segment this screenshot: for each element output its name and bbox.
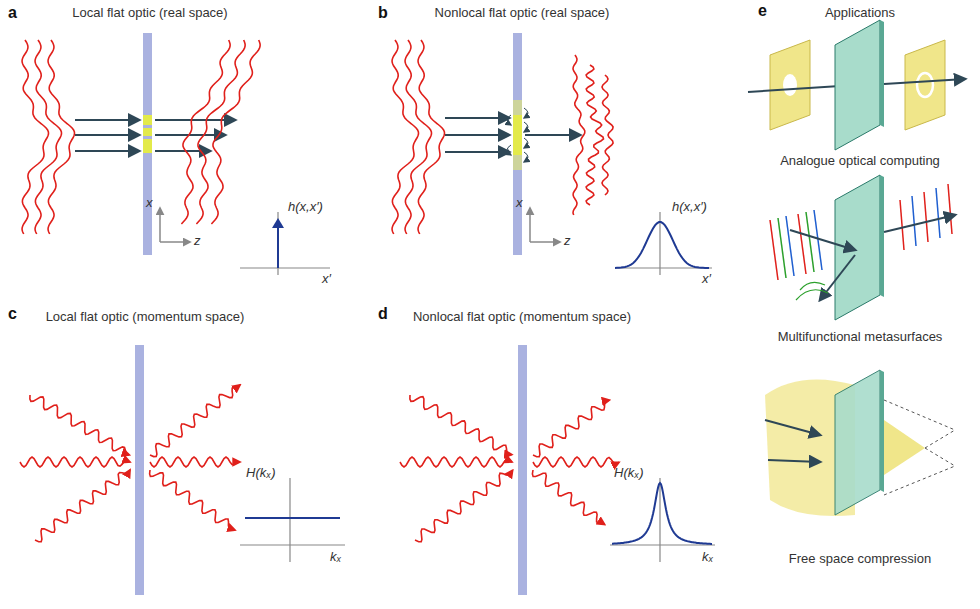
slab-patch — [513, 115, 522, 155]
application-caption: Multifunctional metasurfaces — [778, 330, 943, 345]
wave — [48, 40, 74, 234]
plot-label: H(kₓ) — [246, 466, 276, 481]
panel-letter: d — [378, 305, 388, 323]
axis-label: x — [516, 196, 523, 211]
wave — [20, 457, 130, 467]
axis-label: kₓ — [330, 550, 341, 565]
application-caption: Analogue optical computing — [780, 154, 940, 169]
inset-axes — [240, 212, 715, 562]
panel-title: Nonlocal flat optic (real space) — [435, 6, 610, 21]
wave — [35, 40, 61, 234]
slab-glow — [513, 100, 522, 170]
response-curves — [245, 218, 712, 544]
application-caption: Free space compression — [789, 552, 931, 567]
wave — [22, 40, 48, 234]
plot-label: h(x,x′) — [288, 200, 323, 215]
wave — [392, 40, 418, 234]
wave — [533, 400, 609, 457]
compression-icon — [765, 370, 955, 516]
wave — [533, 457, 619, 467]
panel-letter: e — [758, 2, 767, 20]
panel-title: Local flat optic (real space) — [72, 6, 227, 21]
wave — [532, 470, 604, 525]
wave — [410, 395, 512, 455]
ray-arrows — [75, 118, 580, 152]
panel-title: Applications — [825, 6, 895, 21]
axis-label: x — [146, 196, 153, 211]
slab — [135, 345, 144, 595]
panel-title: Nonlocal flat optic (momentum space) — [413, 310, 631, 325]
wave — [586, 65, 603, 205]
wave — [573, 55, 585, 215]
wave — [418, 40, 444, 234]
panel-letter: c — [8, 305, 17, 323]
wavefronts — [20, 40, 619, 542]
slab-patch — [143, 128, 152, 136]
plot-label: H(kₓ) — [614, 466, 644, 481]
wave — [150, 457, 240, 467]
plot-label: h(x,x′) — [672, 200, 707, 215]
wave — [415, 470, 513, 541]
wave — [35, 470, 130, 542]
slab — [143, 33, 152, 255]
axis-label: kₓ — [702, 550, 713, 565]
wave — [150, 470, 235, 530]
wave — [211, 40, 260, 224]
slab — [513, 33, 522, 255]
metasurface-icon — [770, 175, 955, 320]
axis-label: x′ — [322, 272, 331, 287]
wave — [405, 40, 431, 234]
slab-patch — [143, 139, 152, 153]
wave — [30, 395, 129, 455]
panel-title: Local flat optic (momentum space) — [46, 310, 245, 325]
axis-label: z — [194, 234, 201, 249]
panel-letter: b — [378, 4, 388, 22]
wave — [602, 75, 613, 195]
axis-label: z — [564, 234, 571, 249]
wave — [150, 385, 240, 457]
computing-icon — [748, 20, 965, 150]
axis-label: x′ — [702, 272, 711, 287]
coupling-arcs — [507, 108, 528, 162]
wave — [400, 457, 512, 467]
slab-patch — [143, 115, 152, 125]
xz-axes — [160, 208, 560, 242]
slab — [518, 345, 527, 595]
panel-letter: a — [8, 4, 17, 22]
